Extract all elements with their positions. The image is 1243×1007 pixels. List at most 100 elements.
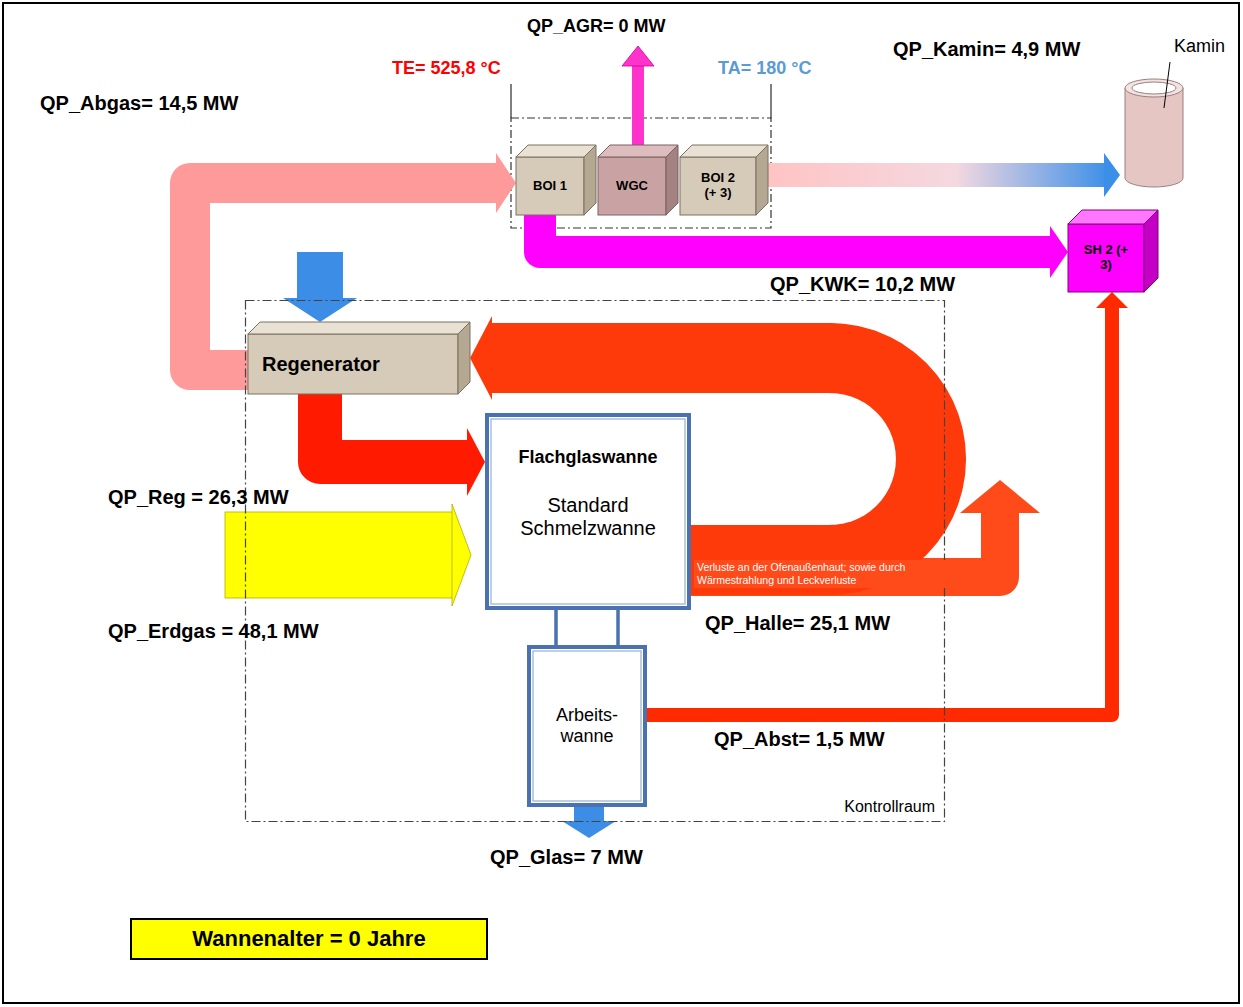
- node-label: Regenerator: [262, 353, 380, 376]
- wgc-box-text-box: WGC: [598, 157, 666, 215]
- flow-value: QP_Reg = 26,3 MW: [108, 486, 289, 509]
- box-front: [1068, 224, 1144, 292]
- edge-label-anchor: QP_KWK= 10,2 MW: [770, 273, 955, 296]
- edge-label-anchor: QP_Abst= 1,5 MW: [714, 728, 885, 751]
- box-top: [248, 322, 470, 334]
- ta-marker-line: [771, 84, 772, 118]
- flow-value: QP_Abgas= 14,5 MW: [40, 92, 238, 115]
- arrow-head: [496, 153, 516, 213]
- node-label: WGC: [616, 179, 648, 194]
- node-label: Wannenalter = 0 Jahre: [192, 926, 425, 951]
- label-anchor: QP_Halle= 25,1 MW: [705, 612, 890, 635]
- flow-band: [320, 394, 468, 462]
- node-label: Kamin: [1174, 36, 1225, 57]
- working-tank: Arbeits- wanne: [527, 645, 647, 807]
- control-volume: RegeneratorFlachglaswanneStandard Schmel…: [245, 300, 945, 822]
- flow-value: QP_AGR= 0 MW: [527, 16, 666, 37]
- label-anchor: QP_Erdgas = 48,1 MW: [108, 620, 319, 643]
- chimney-band: [768, 153, 1120, 197]
- working-tank-text-box: Arbeits- wanne: [527, 645, 647, 807]
- tank-age-box: Wannenalter = 0 Jahre: [130, 918, 488, 960]
- node-label: SH 2 (+ 3): [1084, 243, 1129, 273]
- temperature-label: TA= 180 °C: [718, 58, 811, 79]
- preheated-air-band: [320, 394, 485, 496]
- node-label: Arbeits- wanne: [542, 705, 632, 746]
- melting-tank: FlachglaswanneStandard Schmelzwanne: [485, 413, 691, 610]
- node-label: BOI 2 (+ 3): [696, 171, 741, 201]
- label-anchor: Verluste an der Ofenaußenhaut; sowie dur…: [694, 560, 968, 588]
- box-side: [666, 145, 678, 215]
- node-label: BOI 1: [533, 179, 567, 194]
- box-side: [756, 145, 768, 215]
- label-anchor: TE= 525,8 °C: [392, 58, 501, 79]
- tank-inner-wall: [491, 419, 685, 604]
- loss-note: Verluste an der Ofenaußenhaut; sowie dur…: [694, 560, 968, 588]
- boiler-box: BOI 1: [516, 145, 596, 215]
- regenerator-box: Regenerator: [248, 322, 470, 394]
- glas-arrow-shaft: [574, 806, 604, 822]
- flow-value: QP_Glas= 7 MW: [490, 846, 643, 869]
- box-front: [680, 157, 756, 215]
- outer-frame: [3, 3, 1239, 1003]
- arrow-head: [1096, 292, 1128, 308]
- furnace-throat: [556, 606, 618, 648]
- melting-tank-text-box: FlachglaswanneStandard Schmelzwanne: [485, 413, 691, 610]
- label-anchor: QP_Glas= 7 MW: [490, 846, 643, 869]
- tank-age-box-text-box: Wannenalter = 0 Jahre: [130, 918, 488, 960]
- agr-arrow-shaft: [632, 64, 644, 146]
- flow-value: QP_Erdgas = 48,1 MW: [108, 620, 319, 643]
- boiler-box-text-box: BOI 2 (+ 3): [680, 157, 756, 215]
- agr-arrow-head: [622, 46, 654, 66]
- label-anchor: TA= 180 °C: [718, 58, 811, 79]
- chimney-opening: [1132, 82, 1176, 94]
- leader-line: [1164, 62, 1170, 108]
- region-border: [246, 301, 945, 822]
- tank-wall: [529, 647, 645, 805]
- box-side: [584, 145, 596, 215]
- regenerator-box-text-box: Regenerator: [262, 334, 458, 394]
- flow-band: [647, 307, 1112, 715]
- edge-label-anchor: QP_Abgas= 14,5 MW: [40, 92, 238, 115]
- extraction-band: [647, 292, 1128, 715]
- glas-arrow-head: [562, 821, 616, 838]
- flow-value: QP_Kamin= 4,9 MW: [893, 38, 1080, 61]
- chimney-text-box: Kamin: [1174, 36, 1225, 57]
- air-inlet-arrow-head: [283, 298, 357, 322]
- chimney: Kamin: [1120, 28, 1235, 188]
- box-side: [458, 322, 470, 394]
- flow-band: [768, 163, 1105, 187]
- node-label: Flachglaswanne: [518, 447, 657, 468]
- arrow-head: [1104, 153, 1120, 197]
- chimney-body: [1125, 88, 1183, 187]
- halle-loss-arrow-head: [960, 480, 1040, 513]
- box-front: [516, 157, 584, 215]
- box-front: [598, 157, 666, 215]
- edge-label-anchor: QP_Kamin= 4,9 MW: [893, 38, 1080, 61]
- control-volume-text-box: Kontrollraum: [844, 798, 935, 816]
- label-anchor: QP_AGR= 0 MW: [527, 16, 666, 37]
- flow-value: QP_Halle= 25,1 MW: [705, 612, 890, 635]
- tank-inner-wall: [533, 651, 641, 801]
- box-border: [131, 919, 487, 959]
- arrow-head: [1050, 226, 1068, 278]
- temperature-label: TE= 525,8 °C: [392, 58, 501, 79]
- heat-consumer-box-text-box: SH 2 (+ 3): [1068, 224, 1144, 292]
- flow-value: QP_KWK= 10,2 MW: [770, 273, 955, 296]
- box-top: [680, 145, 768, 157]
- boiler-box: BOI 2 (+ 3): [680, 145, 768, 215]
- flow-band: [491, 358, 931, 560]
- erdgas-arrow-head: [452, 504, 471, 606]
- arrow-head: [470, 316, 492, 400]
- edge-label-anchor: QP_Reg = 26,3 MW: [108, 486, 289, 509]
- chimney-top: [1125, 79, 1183, 97]
- box-side: [1144, 210, 1158, 292]
- te-marker-line: [511, 84, 512, 118]
- box-top: [598, 145, 678, 157]
- chp-heat-band: [540, 215, 1068, 278]
- wgc-box: WGC: [598, 145, 678, 215]
- boiler-box-text-box: BOI 1: [516, 157, 584, 215]
- box-top: [1068, 210, 1158, 224]
- air-inlet-arrow-shaft: [297, 252, 343, 300]
